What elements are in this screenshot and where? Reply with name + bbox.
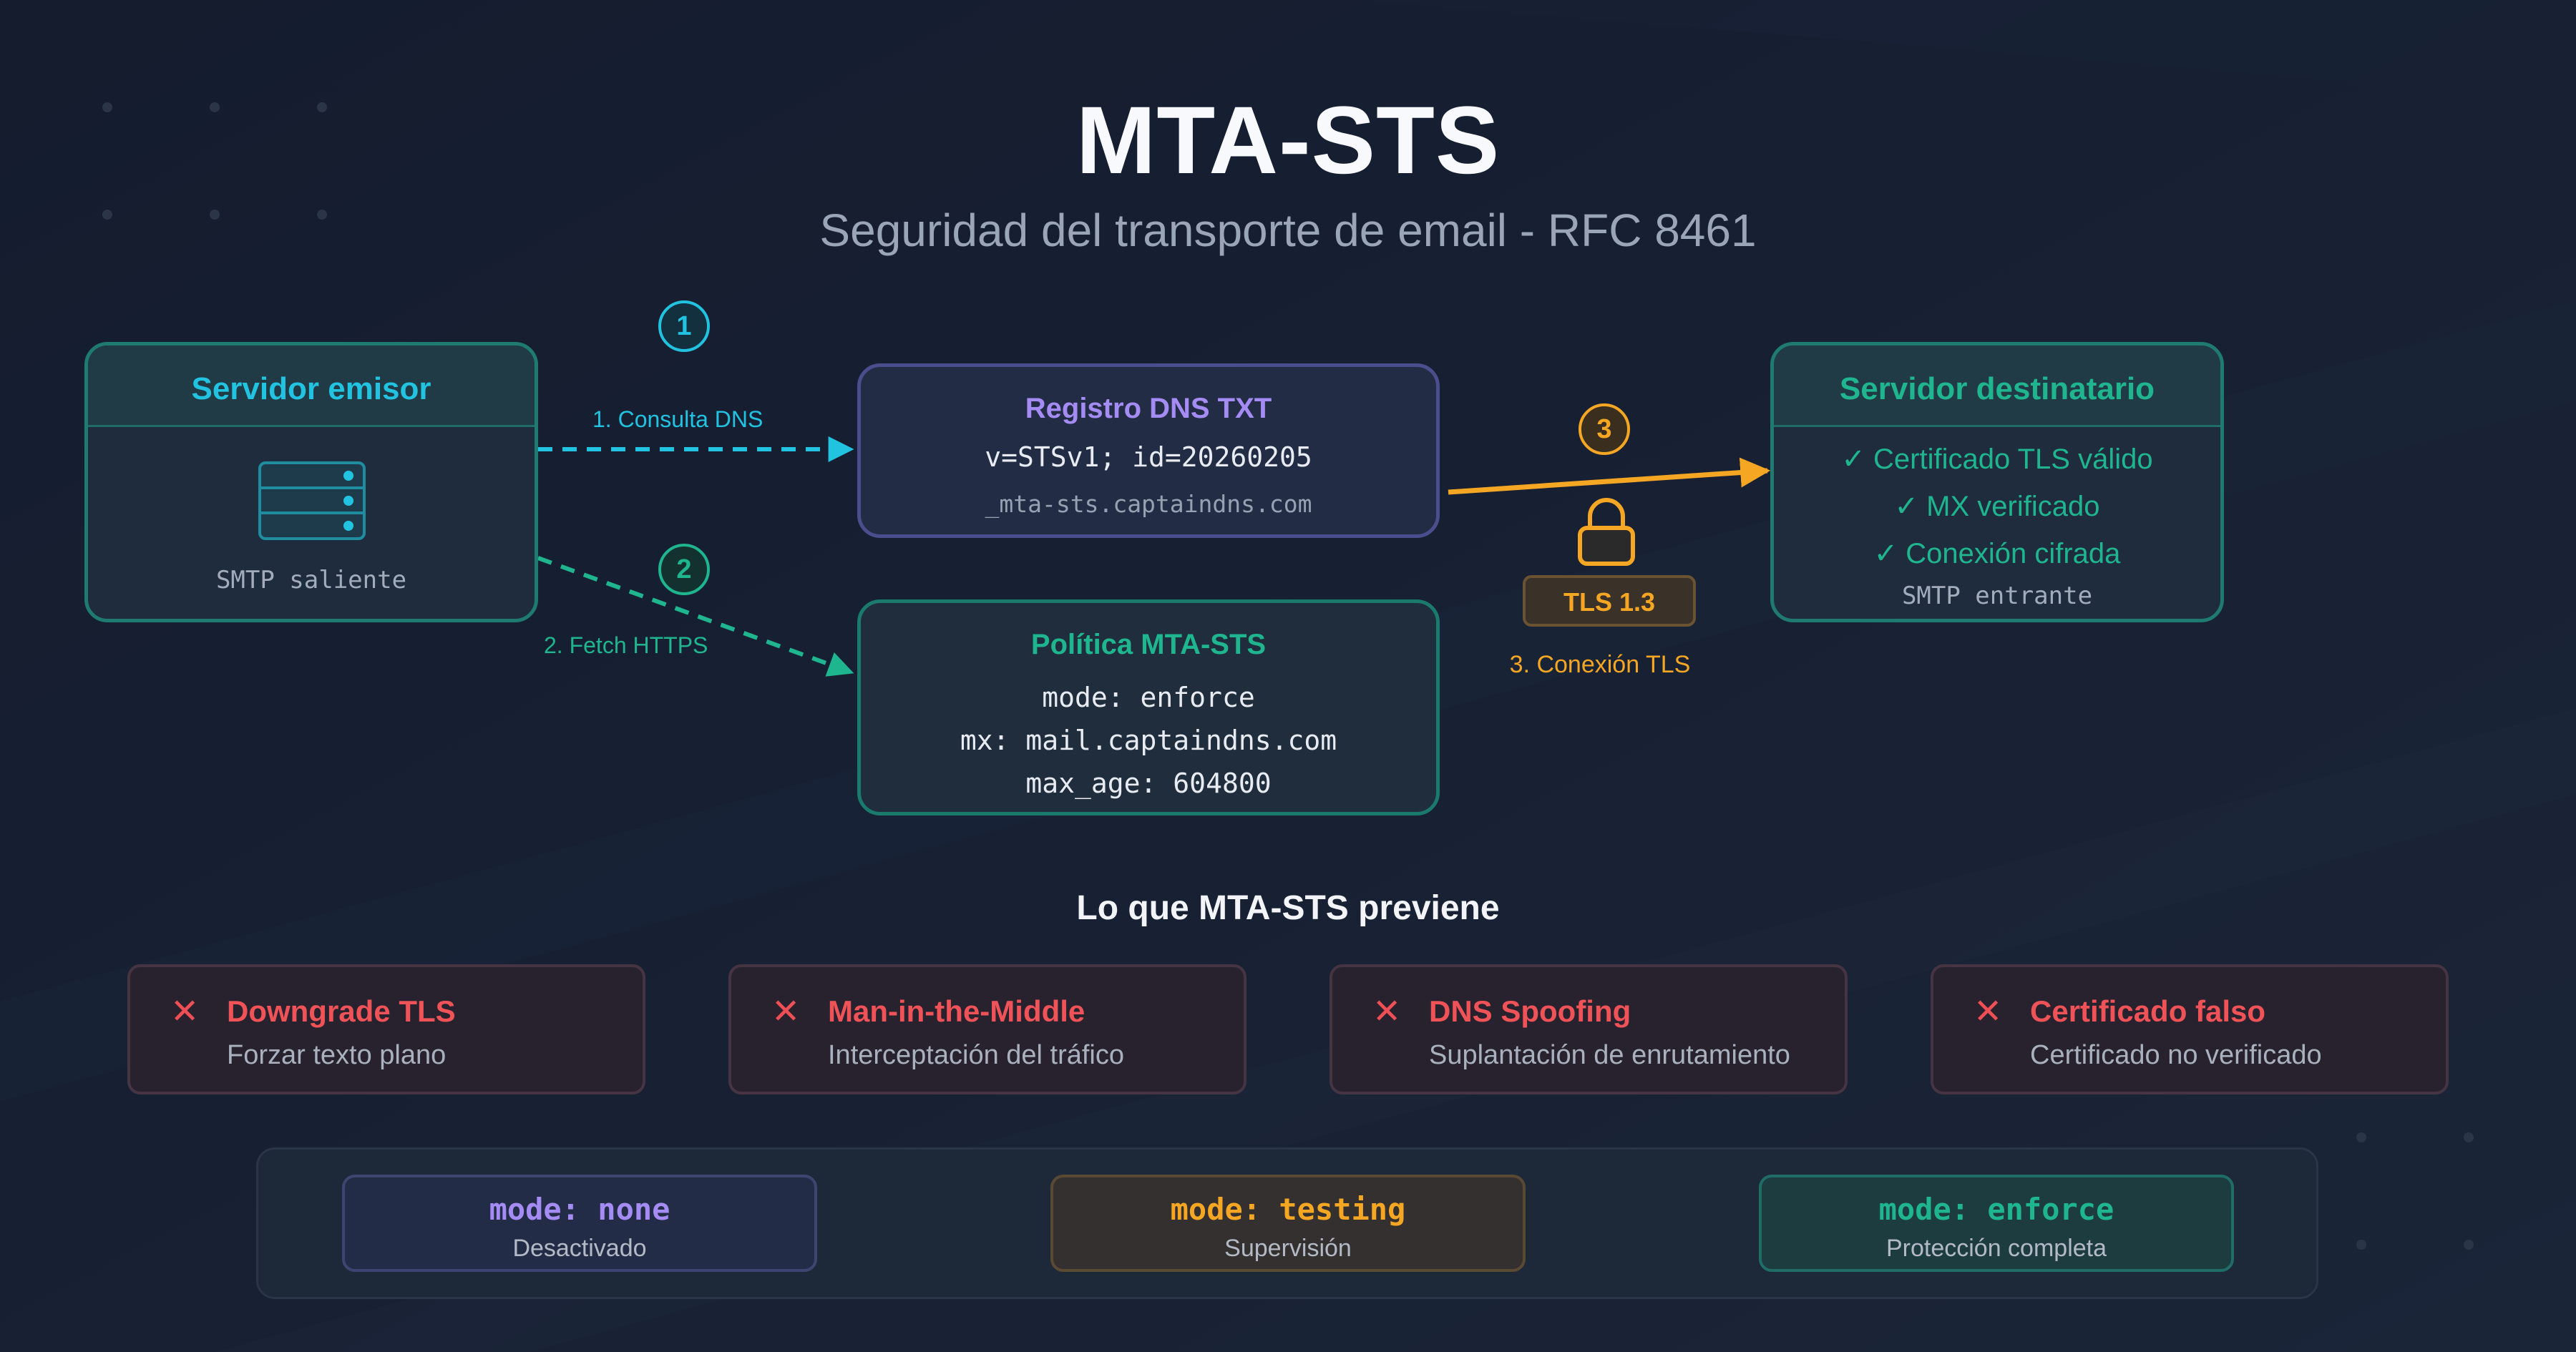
- tls-connection-arrow: [1448, 457, 1771, 495]
- threat-card-downgrade: ✕ Downgrade TLS Forzar texto plano: [127, 964, 645, 1094]
- threat-card-mitm: ✕ Man-in-the-Middle Interceptación del t…: [728, 964, 1246, 1094]
- threat-title: Certificado falso: [2030, 994, 2266, 1028]
- step-1-marker: 1: [658, 300, 710, 352]
- step-3-marker: 3: [1579, 403, 1630, 455]
- server-icon: [258, 461, 366, 540]
- policy-line-mode: mode: enforce: [1042, 682, 1255, 713]
- mode-enforce-card: mode: enforce Protección completa: [1759, 1175, 2234, 1272]
- policy-title: Política MTA-STS: [1030, 629, 1267, 660]
- receiver-server-card: Servidor destinatario ✓ Certificado TLS …: [1770, 342, 2224, 622]
- https-fetch-label: 2. Fetch HTTPS: [544, 632, 708, 658]
- policy-line-mx: mx: mail.captaindns.com: [960, 725, 1337, 756]
- dns-txt-record-card: Registro DNS TXT v=STSv1; id=20260205 _m…: [857, 363, 1440, 538]
- close-icon: ✕: [771, 993, 801, 1031]
- prevents-heading: Lo que MTA-STS previene: [1076, 889, 1500, 927]
- mode-enforce-desc: Protección completa: [1885, 1235, 2107, 1262]
- mode-none-desc: Desactivado: [512, 1235, 647, 1262]
- page-title: MTA-STS: [1075, 87, 1501, 194]
- threat-description: Suplantación de enrutamiento: [1429, 1040, 1790, 1070]
- policy-line-max-age: max_age: 604800: [1025, 768, 1272, 799]
- mode-none-card: mode: none Desactivado: [342, 1175, 817, 1272]
- threat-description: Forzar texto plano: [227, 1040, 447, 1070]
- lock-icon: [1578, 498, 1635, 566]
- receiver-check-certificate: ✓ Certificado TLS válido: [1841, 444, 2153, 475]
- mode-testing-key: mode: testing: [1170, 1192, 1406, 1227]
- tls-version-badge: TLS 1.3: [1523, 575, 1696, 627]
- https-fetch-arrow: [537, 556, 854, 677]
- sender-server-title: Servidor emisor: [191, 371, 431, 406]
- sender-server-caption: SMTP saliente: [215, 566, 407, 594]
- threat-card-dns-spoofing: ✕ DNS Spoofing Suplantación de enrutamie…: [1330, 964, 1848, 1094]
- threat-description: Certificado no verificado: [2030, 1040, 2322, 1070]
- mode-testing-desc: Supervisión: [1224, 1235, 1352, 1262]
- page-subtitle: Seguridad del transporte de email - RFC …: [819, 205, 1757, 256]
- threat-title: Man-in-the-Middle: [828, 994, 1085, 1028]
- receiver-server-caption: SMTP entrante: [1901, 582, 2093, 610]
- receiver-server-header: [1774, 346, 2220, 427]
- threat-title: DNS Spoofing: [1429, 994, 1631, 1028]
- dns-record-host: _mta-sts.captaindns.com: [985, 490, 1312, 518]
- dns-record-title: Registro DNS TXT: [1025, 393, 1272, 424]
- threat-card-fake-certificate: ✕ Certificado falso Certificado no verif…: [1931, 964, 2449, 1094]
- dns-query-label: 1. Consulta DNS: [592, 406, 763, 432]
- sender-server-card: Servidor emisor SMTP saliente: [84, 342, 538, 622]
- receiver-check-mx: ✓ MX verificado: [1894, 491, 2100, 522]
- mta-sts-policy-card: Política MTA-STS mode: enforce mx: mail.…: [857, 599, 1440, 815]
- close-icon: ✕: [1372, 993, 1402, 1031]
- mode-testing-card: mode: testing Supervisión: [1050, 1175, 1526, 1272]
- mode-enforce-key: mode: enforce: [1878, 1192, 2114, 1227]
- close-icon: ✕: [1974, 993, 2003, 1031]
- receiver-server-title: Servidor destinatario: [1839, 371, 2155, 406]
- sender-server-header: [88, 346, 535, 427]
- threat-description: Interceptación del tráfico: [828, 1040, 1125, 1070]
- receiver-check-encrypted: ✓ Conexión cifrada: [1873, 538, 2121, 569]
- step-2-marker: 2: [658, 544, 710, 595]
- mode-none-key: mode: none: [489, 1192, 670, 1227]
- dns-record-value: v=STSv1; id=20260205: [985, 441, 1312, 473]
- close-icon: ✕: [170, 993, 200, 1031]
- threat-title: Downgrade TLS: [227, 994, 456, 1028]
- tls-connection-label: 3. Conexión TLS: [1509, 651, 1691, 678]
